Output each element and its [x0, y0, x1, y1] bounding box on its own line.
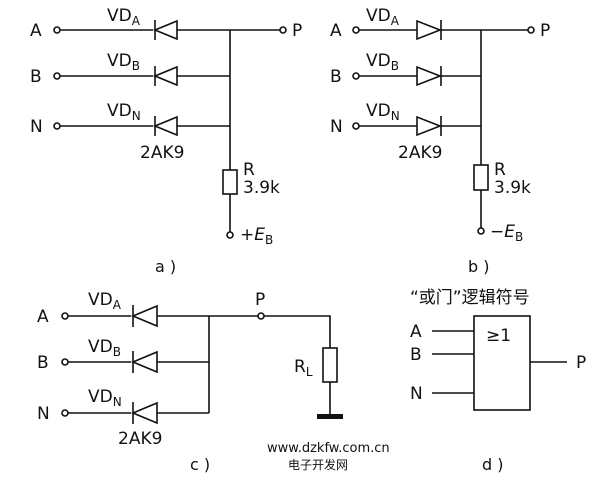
caption-b: b ) [468, 257, 489, 276]
panel-d: “或门”逻辑符号 ≥1 A B N P d ) [410, 288, 586, 474]
panel-b: A B N VDA VDB VDN 2AK9 P R 3.9k −EB b [330, 6, 550, 276]
input-label-a: A [37, 307, 49, 327]
diode-label-b: VDB [366, 51, 399, 73]
caption-a: a ) [155, 257, 176, 276]
input-label-n: N [330, 117, 343, 137]
diode-label-b: VDB [88, 337, 121, 359]
diode-label-a: VDA [107, 6, 141, 28]
or-gate-symbol [473, 315, 531, 411]
terminal-b [352, 72, 360, 80]
diode-vdn-c [130, 401, 158, 425]
panel-a: A B N VDA VDB VDN 2AK9 P R 3.9k [30, 6, 302, 276]
load-label: RL [294, 357, 313, 379]
output-label: P [292, 21, 302, 41]
terminal-n [53, 122, 61, 130]
part-number: 2AK9 [118, 429, 162, 449]
resistor-value: 3.9k [243, 178, 280, 198]
terminal-b [61, 358, 69, 366]
panel-c: A B N VDA VDB VDN 2AK9 P RL c ) [37, 290, 343, 474]
diode-vdb-c [130, 350, 158, 374]
terminal-a [61, 312, 69, 320]
terminal-a [53, 26, 61, 34]
diode-vdb-a [152, 65, 178, 87]
input-label-n: N [37, 404, 50, 424]
supply-label: −EB [490, 222, 523, 244]
diode-label-n: VDN [88, 387, 122, 409]
supply-terminal [477, 227, 485, 235]
diode-vda-a [152, 19, 178, 41]
diode-label-b: VDB [107, 51, 140, 73]
output-label: P [255, 290, 265, 310]
caption-d: d ) [482, 455, 503, 474]
diode-vdn-b [416, 115, 443, 137]
diode-vda-b [416, 19, 443, 41]
part-number: 2AK9 [398, 143, 442, 163]
supply-terminal [226, 231, 234, 239]
diode-label-a: VDA [88, 290, 122, 312]
terminal-n [352, 122, 360, 130]
terminal-b [53, 72, 61, 80]
input-label-n: N [30, 117, 43, 137]
terminal-p [257, 312, 265, 320]
gate-input-n: N [410, 384, 423, 404]
watermark-name: 电子开发网 [288, 457, 348, 472]
diode-label-n: VDN [366, 101, 400, 123]
diode-label-n: VDN [107, 101, 141, 123]
gate-input-b: B [410, 345, 422, 365]
supply-label: +EB [240, 225, 273, 247]
diode-vdb-b [416, 65, 443, 87]
watermark-url: www.dzkfw.com.cn [267, 441, 390, 456]
resistor-name: R [494, 160, 506, 180]
output-label: P [540, 21, 550, 41]
caption-c: c ) [190, 455, 210, 474]
terminal-p [527, 26, 535, 34]
input-label-b: B [37, 353, 49, 373]
ground-icon [317, 414, 343, 419]
input-label-b: B [330, 67, 342, 87]
load-resistor [322, 347, 338, 383]
diode-vdn-a [152, 115, 178, 137]
or-gate-title: “或门”逻辑符号 [410, 288, 530, 308]
gate-output-label: P [576, 353, 586, 373]
input-label-a: A [330, 21, 342, 41]
diode-vda-c [130, 304, 158, 328]
gate-input-a: A [410, 322, 422, 342]
resistor-value: 3.9k [494, 178, 531, 198]
diode-label-a: VDA [366, 6, 400, 28]
gate-symbol-text: ≥1 [486, 326, 511, 346]
resistor-name: R [243, 160, 255, 180]
terminal-p [279, 26, 287, 34]
load-wire [264, 315, 331, 414]
resistor-r [473, 164, 489, 191]
terminal-a [352, 26, 360, 34]
input-label-b: B [30, 67, 42, 87]
gate-inputs [432, 330, 474, 394]
input-label-a: A [30, 21, 42, 41]
terminal-n [61, 409, 69, 417]
resistor-r [222, 169, 238, 195]
part-number: 2AK9 [140, 143, 184, 163]
